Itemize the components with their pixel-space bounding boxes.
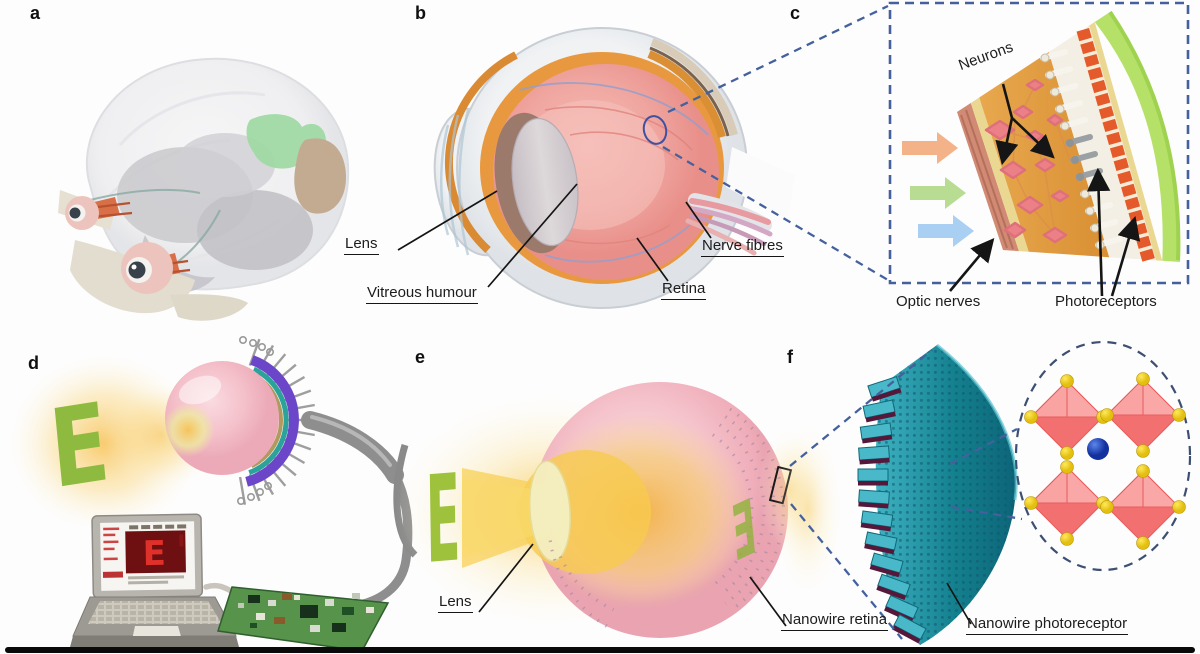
nanowire-array-illustration <box>774 340 1192 645</box>
eye-cross-section-illustration <box>433 27 795 309</box>
retina-inset-illustration <box>888 1 1190 297</box>
label-photoreceptors: Photoreceptors <box>1055 293 1157 310</box>
label-lens-b: Lens <box>344 236 379 255</box>
laptop-screen-letter: E <box>142 534 166 574</box>
label-retina: Retina <box>661 281 707 300</box>
panel-letter-a: a <box>30 3 41 23</box>
perovskite-crystal <box>1029 377 1181 544</box>
label-nerve-fibres: Nerve fibres <box>701 238 784 257</box>
stimulus-letter-e: E <box>424 449 462 591</box>
label-nanowire-photoreceptor: Nanowire photoreceptor <box>966 616 1129 635</box>
label-nanowire-retina: Nanowire retina <box>781 612 889 631</box>
biomimetic-eye-setup-illustration: E <box>10 335 413 652</box>
brain-illustration <box>58 57 350 321</box>
stimulus-letter-d: E <box>45 380 115 514</box>
panel-letter-e: e <box>415 347 426 367</box>
label-optic-nerves: Optic nerves <box>896 293 981 310</box>
label-vitreous-humour: Vitreous humour <box>366 285 478 304</box>
panel-letter-d: d <box>28 353 39 373</box>
panel-letter-b: b <box>415 3 426 23</box>
label-lens-e: Lens <box>438 594 473 613</box>
artificial-eye-illustration <box>393 382 822 638</box>
